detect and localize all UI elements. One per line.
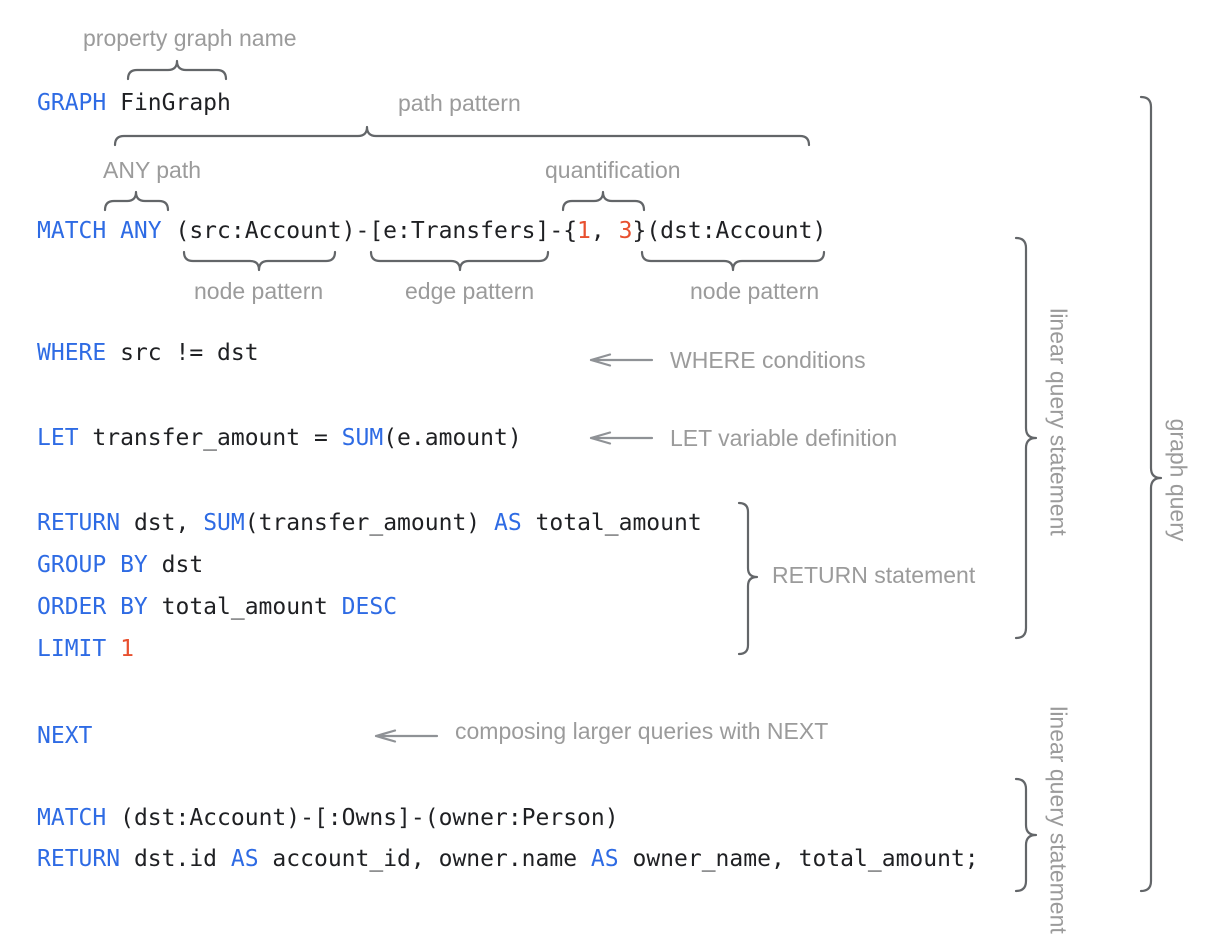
match-clause-2: MATCH (dst:Account)-[:Owns]-(owner:Perso…: [37, 807, 619, 830]
graph-clause: GRAPH FinGraph: [37, 92, 231, 115]
brace-return-statement: [737, 501, 759, 656]
match-clause-segment: (src:Account)-[e:Transfers]-{: [161, 218, 578, 244]
match-clause-segment: 1: [577, 218, 591, 244]
match-clause-2-segment: MATCH: [37, 805, 107, 831]
match-clause-segment: 3: [618, 218, 633, 244]
label-path-pattern: path pattern: [398, 90, 521, 116]
brace-property-graph-name: [126, 59, 228, 81]
return-clause: RETURN dst, SUM(transfer_amount) AS tota…: [37, 512, 702, 535]
arrow-where-conditions: [589, 353, 654, 367]
label-composing-next: composing larger queries with NEXT: [455, 718, 829, 744]
match-clause-segment: }(dst:Account): [632, 218, 827, 244]
label-return-statement: RETURN statement: [772, 562, 976, 588]
match-clause-segment: MATCH ANY: [37, 218, 162, 244]
return-clause-segment: (transfer_amount): [244, 510, 494, 536]
graph-clause-segment: GRAPH: [37, 90, 107, 116]
label-where-conditions: WHERE conditions: [670, 347, 866, 373]
next-keyword: NEXT: [37, 725, 92, 748]
return-clause-2-segment: dst.id: [120, 846, 231, 872]
order-by-clause-segment: ORDER BY: [37, 594, 148, 620]
brace-any-path: [103, 190, 170, 212]
next-keyword-segment: NEXT: [37, 723, 93, 749]
return-clause-segment: RETURN: [37, 510, 121, 536]
brace-linear-query-statement-1: [1014, 236, 1038, 640]
let-clause-segment: LET: [37, 425, 79, 451]
return-clause-2: RETURN dst.id AS account_id, owner.name …: [37, 848, 979, 871]
label-linear-query-statement-1: linear query statement: [1045, 308, 1072, 536]
graph-clause-segment: FinGraph: [106, 90, 231, 116]
where-clause: WHERE src != dst: [37, 342, 259, 365]
order-by-clause-segment: DESC: [341, 594, 398, 620]
brace-node-pattern-right: [640, 250, 826, 272]
limit-clause-segment: 1: [120, 636, 134, 662]
return-clause-segment: total_amount: [521, 510, 702, 536]
return-clause-2-segment: owner_name, total_amount;: [618, 846, 979, 872]
limit-clause-segment: LIMIT: [37, 636, 107, 662]
arrow-let-variable-definition: [589, 431, 654, 445]
return-clause-segment: dst,: [120, 510, 204, 536]
brace-node-pattern-left: [182, 250, 337, 272]
match-clause-segment: ,: [590, 218, 619, 244]
match-clause: MATCH ANY (src:Account)-[e:Transfers]-{1…: [37, 220, 826, 243]
return-clause-segment: AS: [493, 510, 522, 536]
label-let-variable-definition: LET variable definition: [670, 425, 898, 451]
brace-linear-query-statement-2: [1014, 777, 1038, 893]
order-by-clause: ORDER BY total_amount DESC: [37, 596, 397, 619]
brace-graph-query: [1139, 95, 1163, 893]
let-clause: LET transfer_amount = SUM(e.amount): [37, 427, 522, 450]
where-clause-segment: WHERE: [37, 340, 107, 366]
limit-clause-segment: [106, 636, 120, 662]
let-clause-segment: transfer_amount =: [78, 425, 342, 451]
order-by-clause-segment: total_amount: [147, 594, 342, 620]
label-linear-query-statement-2: linear query statement: [1045, 706, 1072, 934]
let-clause-segment: SUM: [341, 425, 384, 451]
return-clause-2-segment: RETURN: [37, 846, 121, 872]
label-any-path: ANY path: [103, 157, 202, 183]
label-graph-query: graph query: [1165, 418, 1192, 542]
brace-edge-pattern: [369, 250, 550, 272]
label-quantification: quantification: [545, 157, 681, 183]
return-clause-segment: SUM: [203, 510, 245, 536]
label-edge-pattern: edge pattern: [405, 278, 535, 304]
brace-path-pattern: [113, 125, 811, 147]
return-clause-2-segment: AS: [230, 846, 259, 872]
label-node-pattern-right: node pattern: [690, 278, 820, 304]
group-by-clause: GROUP BY dst: [37, 554, 203, 577]
let-clause-segment: (e.amount): [383, 425, 522, 451]
return-clause-2-segment: account_id, owner.name: [258, 846, 591, 872]
limit-clause: LIMIT 1: [37, 638, 134, 661]
label-property-graph-name: property graph name: [83, 25, 297, 51]
label-node-pattern-left: node pattern: [194, 278, 324, 304]
group-by-clause-segment: dst: [147, 552, 204, 578]
brace-quantification: [561, 190, 646, 212]
group-by-clause-segment: GROUP BY: [37, 552, 148, 578]
match-clause-2-segment: (dst:Account)-[:Owns]-(owner:Person): [106, 805, 619, 831]
arrow-composing-next: [374, 729, 439, 743]
where-clause-segment: src != dst: [106, 340, 259, 366]
return-clause-2-segment: AS: [590, 846, 619, 872]
